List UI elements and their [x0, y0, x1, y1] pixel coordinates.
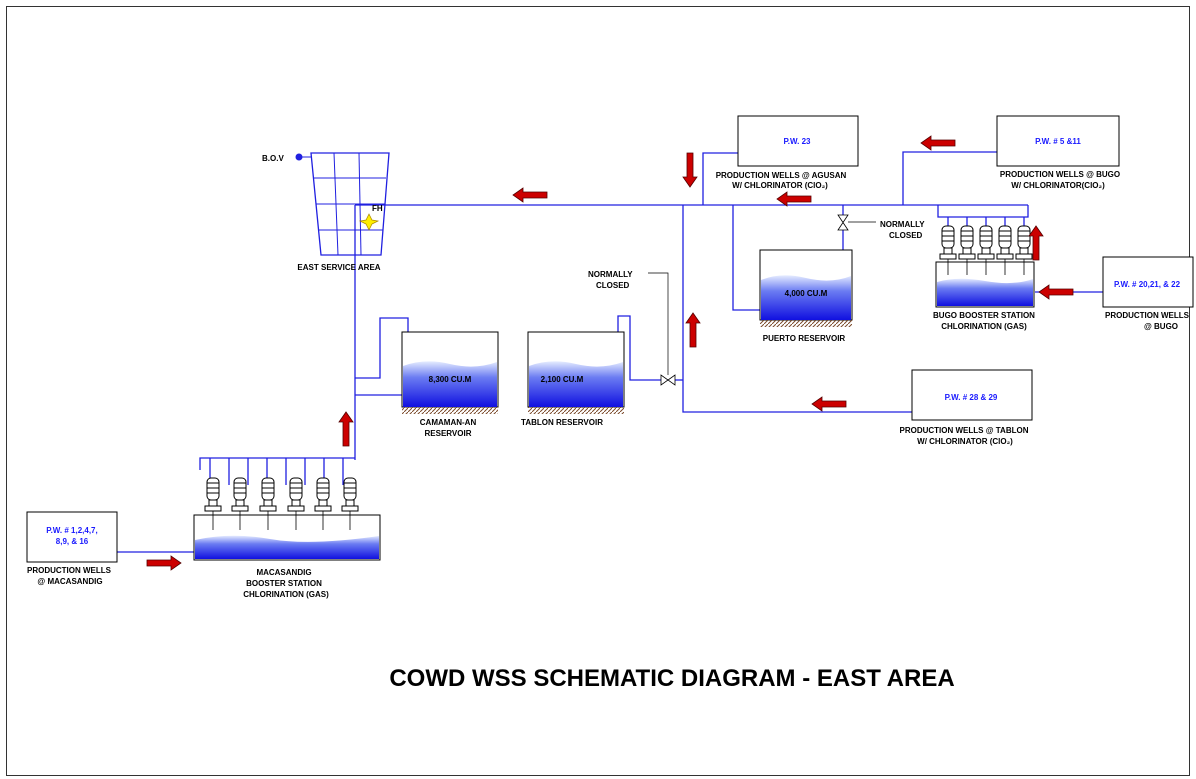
well-macasandig-box-2: 8,9, & 16: [56, 537, 89, 546]
well-macasandig-box-1: P.W. # 1,2,4,7,: [46, 526, 97, 535]
well-agusan: P.W. 23 PRODUCTION WELLS @ AGUSAN W/ CHL…: [716, 115, 859, 190]
pump-icon: [314, 477, 332, 512]
well-bugo-chlor: P.W. # 5 &11 PRODUCTION WELLS @ BUGO W/ …: [996, 115, 1120, 190]
puerto-reservoir: 4,000 CU.M PUERTO RESERVOIR: [759, 249, 853, 343]
macasandig-manifold-pipe: [199, 457, 355, 485]
pump-icon: [977, 225, 995, 260]
well-macasandig: P.W. # 1,2,4,7, 8,9, & 16 PRODUCTION WEL…: [26, 511, 118, 586]
east-service-area: FH EAST SERVICE AREA B.O.V: [262, 152, 390, 272]
puerto-pipe: [732, 205, 760, 311]
flow-arrow-icon: [1038, 284, 1074, 300]
camaman-label-1: CAMAMAN-AN: [420, 418, 477, 427]
well-macasandig-label-2: @ MACASANDIG: [37, 577, 102, 586]
bov-label: B.O.V: [262, 154, 284, 163]
flow-arrow-icon: [920, 135, 956, 151]
puerto-capacity: 4,000 CU.M: [785, 289, 828, 298]
well-bugo-label-2: @ BUGO: [1144, 322, 1178, 331]
well-tablon-label-2: W/ CHLORINATOR (ClO₂): [917, 437, 1013, 446]
well-macasandig-label-1: PRODUCTION WELLS: [27, 566, 112, 575]
camaman-capacity: 8,300 CU.M: [429, 375, 472, 384]
pump-icon: [996, 225, 1014, 260]
valve-top-label-1: NORMALLY: [880, 220, 925, 229]
valve-top: NORMALLY CLOSED: [837, 214, 925, 240]
fh-label: FH: [372, 204, 383, 213]
puerto-reservoir-label: PUERTO RESERVOIR: [763, 334, 846, 343]
well-bugo: P.W. # 20,21, & 22 PRODUCTION WELLS @ BU…: [1102, 256, 1194, 331]
flow-arrow-icon: [682, 152, 698, 188]
well-agusan-box: P.W. 23: [784, 137, 812, 146]
gate-valve-icon: [837, 214, 849, 224]
flow-arrow-icon: [146, 555, 182, 571]
well-bugo-chlor-box: P.W. # 5 &11: [1035, 137, 1081, 146]
macasandig-station-label-3: CHLORINATION (GAS): [243, 590, 329, 599]
bugo-station-label-2: CHLORINATION (GAS): [941, 322, 1027, 331]
fire-hydrant-icon: [358, 213, 380, 231]
valve-mid-label-2: CLOSED: [596, 281, 630, 290]
well-tablon-box: P.W. # 28 & 29: [945, 393, 998, 402]
well-bugo-chlor-label-1: PRODUCTION WELLS @ BUGO: [1000, 170, 1120, 179]
valve-mid: NORMALLY CLOSED: [588, 270, 676, 386]
pump-icon: [204, 477, 222, 512]
well-bugo-box: P.W. # 20,21, & 22: [1114, 280, 1181, 289]
tablon-reservoir-label: TABLON RESERVOIR: [521, 418, 603, 427]
well-bugo-chlor-label-2: W/ CHLORINATOR(ClO₂): [1011, 181, 1105, 190]
bugo-booster-station: BUGO BOOSTER STATION CHLORINATION (GAS): [933, 225, 1035, 331]
gate-valve-icon: [660, 374, 669, 386]
pump-icon: [958, 225, 976, 260]
camaman-pipe: [355, 317, 409, 396]
camaman-label-2: RESERVOIR: [425, 429, 472, 438]
bov-marker-icon: [295, 153, 303, 161]
pump-icon: [231, 477, 249, 512]
diagram-frame: [6, 6, 1190, 776]
macasandig-booster-station: MACASANDIG BOOSTER STATION CHLORINATION …: [193, 477, 381, 599]
well-agusan-label-2: W/ CHLORINATOR (ClO₂): [732, 181, 828, 190]
flow-arrow-icon: [811, 396, 847, 412]
tablon-reservoir: 2,100 CU.M TABLON RESERVOIR: [521, 331, 625, 427]
valve-mid-label-1: NORMALLY: [588, 270, 633, 279]
flow-arrow-icon: [338, 411, 354, 447]
pump-icon: [1015, 225, 1033, 260]
bugo-chlor-pipe: [902, 151, 997, 205]
tablon-capacity: 2,100 CU.M: [541, 375, 584, 384]
vertical-trunk-pipe: [682, 205, 912, 413]
camaman-reservoir: 8,300 CU.M CAMAMAN-AN RESERVOIR: [401, 331, 499, 438]
well-tablon: P.W. # 28 & 29 PRODUCTION WELLS @ TABLON…: [900, 369, 1033, 446]
well-bugo-label-1: PRODUCTION WELLS: [1105, 311, 1190, 320]
tablon-pipe: [617, 315, 668, 381]
well-agusan-label-1: PRODUCTION WELLS @ AGUSAN: [716, 171, 847, 180]
agusan-pipe: [702, 152, 738, 205]
diagram-title: COWD WSS SCHEMATIC DIAGRAM - EAST AREA: [389, 665, 954, 692]
pump-icon: [939, 225, 957, 260]
macasandig-station-label-1: MACASANDIG: [256, 568, 311, 577]
pump-icon: [259, 477, 277, 512]
well-tablon-label-1: PRODUCTION WELLS @ TABLON: [900, 426, 1029, 435]
macasandig-station-label-2: BOOSTER STATION: [246, 579, 322, 588]
valve-top-label-2: CLOSED: [889, 231, 923, 240]
flow-arrow-icon: [512, 187, 548, 203]
pipe-network: [117, 151, 1103, 553]
flow-arrow-icon: [776, 191, 812, 207]
pump-icon: [341, 477, 359, 512]
flow-arrow-icon: [685, 312, 701, 348]
pump-icon: [287, 477, 305, 512]
bugo-station-label-1: BUGO BOOSTER STATION: [933, 311, 1035, 320]
east-service-area-label: EAST SERVICE AREA: [297, 263, 380, 272]
